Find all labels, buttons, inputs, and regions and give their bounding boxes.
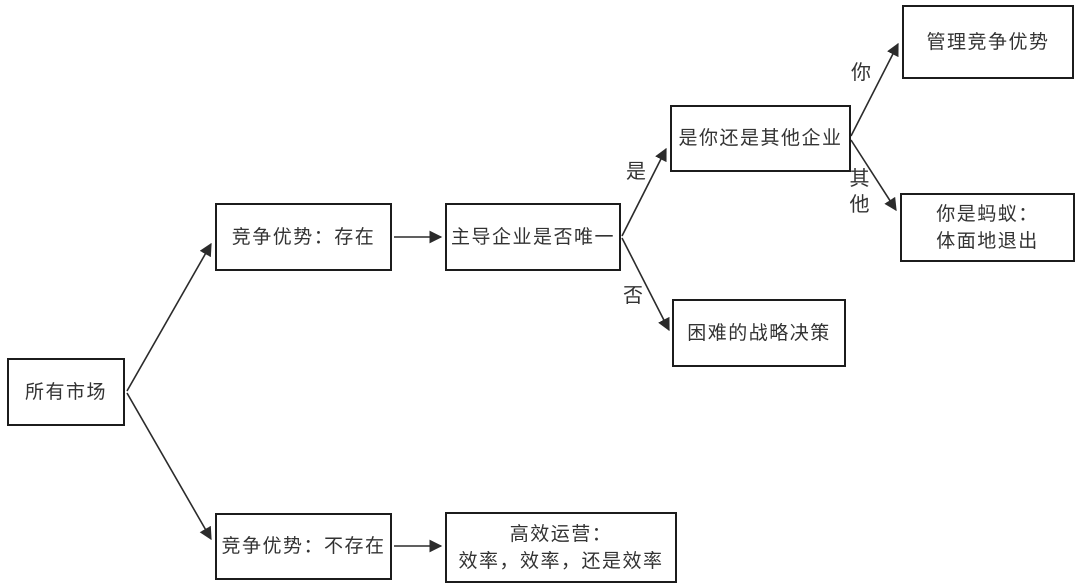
edge-dominantunique-difficultdecision bbox=[621, 237, 670, 332]
node-manage-advantage: 管理竞争优势 bbox=[902, 5, 1074, 79]
node-all-markets: 所有市场 bbox=[7, 358, 125, 426]
node-advantage-exists: 竞争优势：存在 bbox=[215, 203, 392, 271]
edge-label-other: 其他 bbox=[849, 168, 871, 216]
node-advantage-exists-label: 竞争优势：存在 bbox=[231, 226, 376, 248]
edge-youorothers-youareant bbox=[850, 139, 897, 212]
node-you-or-others-label: 是你还是其他企业 bbox=[678, 128, 843, 149]
node-advantage-not-exists-label: 竞争优势：不存在 bbox=[221, 536, 386, 557]
node-dominant-unique: 主导企业是否唯一 bbox=[445, 203, 621, 271]
node-efficient-operations-line2: 效率，效率，还是效率 bbox=[458, 550, 664, 572]
node-manage-advantage-label: 管理竞争优势 bbox=[926, 31, 1050, 53]
node-difficult-decision-label: 困难的战略决策 bbox=[687, 322, 831, 344]
node-efficient-operations-line1: 高效运营： bbox=[509, 523, 613, 545]
edge-label-yes: 是 bbox=[626, 161, 647, 183]
node-efficient-operations: 高效运营： 效率，效率，还是效率 bbox=[445, 512, 677, 583]
edge-youorothers-manageadv bbox=[850, 42, 899, 137]
node-advantage-not-exists: 竞争优势：不存在 bbox=[215, 513, 392, 580]
edge-allmarkets-advexists bbox=[126, 242, 212, 392]
edge-dominantunique-youorothers bbox=[621, 147, 667, 237]
node-you-or-others: 是你还是其他企业 bbox=[670, 105, 851, 172]
edge-label-you: 你 bbox=[851, 62, 872, 84]
node-you-are-ant-line2: 体面地退出 bbox=[936, 230, 1039, 252]
edge-allmarkets-advnotexists bbox=[126, 392, 212, 541]
node-dominant-unique-label: 主导企业是否唯一 bbox=[450, 226, 615, 248]
node-difficult-decision: 困难的战略决策 bbox=[672, 299, 846, 367]
node-all-markets-label: 所有市场 bbox=[24, 381, 107, 403]
node-you-are-ant: 你是蚂蚁： 体面地退出 bbox=[900, 193, 1075, 262]
edge-label-no: 否 bbox=[623, 285, 644, 307]
node-you-are-ant-line1: 你是蚂蚁： bbox=[936, 203, 1039, 225]
